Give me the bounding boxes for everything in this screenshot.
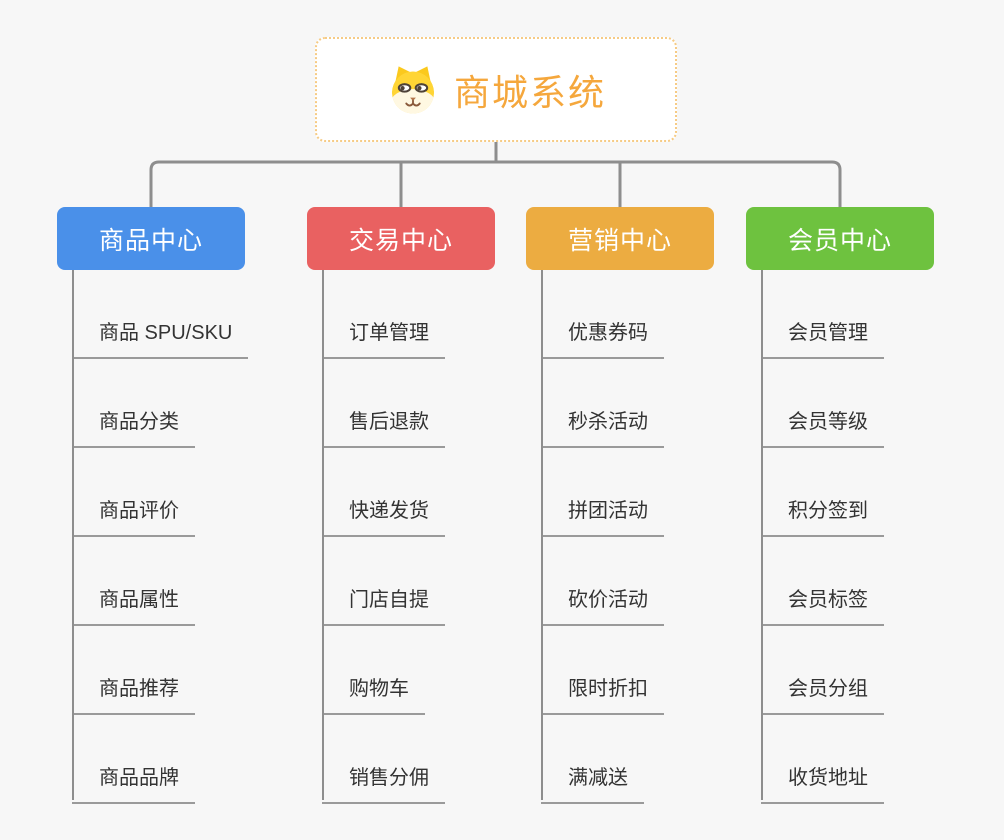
leaf-column-trade: 订单管理 售后退款 快递发货 门店自提 购物车 销售分佣 — [322, 270, 445, 804]
column-spine-line — [322, 270, 324, 800]
column-spine-line — [541, 270, 543, 800]
leaf-column-marketing: 优惠券码 秒杀活动 拼团活动 砍价活动 限时折扣 满减送 — [541, 270, 664, 804]
leaf-item[interactable]: 商品推荐 — [72, 675, 195, 715]
branch-node-product-center[interactable]: 商品中心 — [57, 207, 245, 270]
leaf-item[interactable]: 购物车 — [322, 675, 425, 715]
leaf-item[interactable]: 商品 SPU/SKU — [72, 319, 249, 359]
root-title: 商城系统 — [453, 71, 606, 113]
leaf-item[interactable]: 会员管理 — [761, 319, 884, 359]
leaf-item[interactable]: 商品分类 — [72, 408, 195, 448]
leaf-item[interactable]: 商品评价 — [72, 497, 195, 537]
leaf-item[interactable]: 收货地址 — [761, 764, 884, 804]
leaf-column-member: 会员管理 会员等级 积分签到 会员标签 会员分组 收货地址 — [761, 270, 884, 804]
branch-node-member-center[interactable]: 会员中心 — [746, 207, 934, 270]
column-spine-line — [72, 270, 74, 800]
leaf-item[interactable]: 积分签到 — [761, 497, 884, 537]
leaf-item[interactable]: 门店自提 — [322, 586, 445, 626]
root-node[interactable]: 商城系统 — [315, 37, 677, 142]
leaf-item[interactable]: 订单管理 — [322, 319, 445, 359]
leaf-item[interactable]: 拼团活动 — [541, 497, 664, 537]
leaf-item[interactable]: 商品属性 — [72, 586, 195, 626]
shiba-dog-icon — [386, 63, 440, 117]
branch-node-trade-center[interactable]: 交易中心 — [307, 207, 495, 270]
leaf-item[interactable]: 会员分组 — [761, 675, 884, 715]
leaf-item[interactable]: 销售分佣 — [322, 764, 445, 804]
leaf-item[interactable]: 售后退款 — [322, 408, 445, 448]
branch-node-marketing-center[interactable]: 营销中心 — [526, 207, 714, 270]
leaf-item[interactable]: 限时折扣 — [541, 675, 664, 715]
leaf-item[interactable]: 会员标签 — [761, 586, 884, 626]
leaf-item[interactable]: 砍价活动 — [541, 586, 664, 626]
leaf-item[interactable]: 会员等级 — [761, 408, 884, 448]
leaf-item[interactable]: 快递发货 — [322, 497, 445, 537]
leaf-item[interactable]: 优惠券码 — [541, 319, 664, 359]
branch-bus-line — [149, 160, 842, 207]
leaf-item[interactable]: 商品品牌 — [72, 764, 195, 804]
leaf-item[interactable]: 秒杀活动 — [541, 408, 664, 448]
leaf-column-product: 商品 SPU/SKU 商品分类 商品评价 商品属性 商品推荐 商品品牌 — [72, 270, 249, 804]
column-spine-line — [761, 270, 763, 800]
leaf-item[interactable]: 满减送 — [541, 764, 644, 804]
